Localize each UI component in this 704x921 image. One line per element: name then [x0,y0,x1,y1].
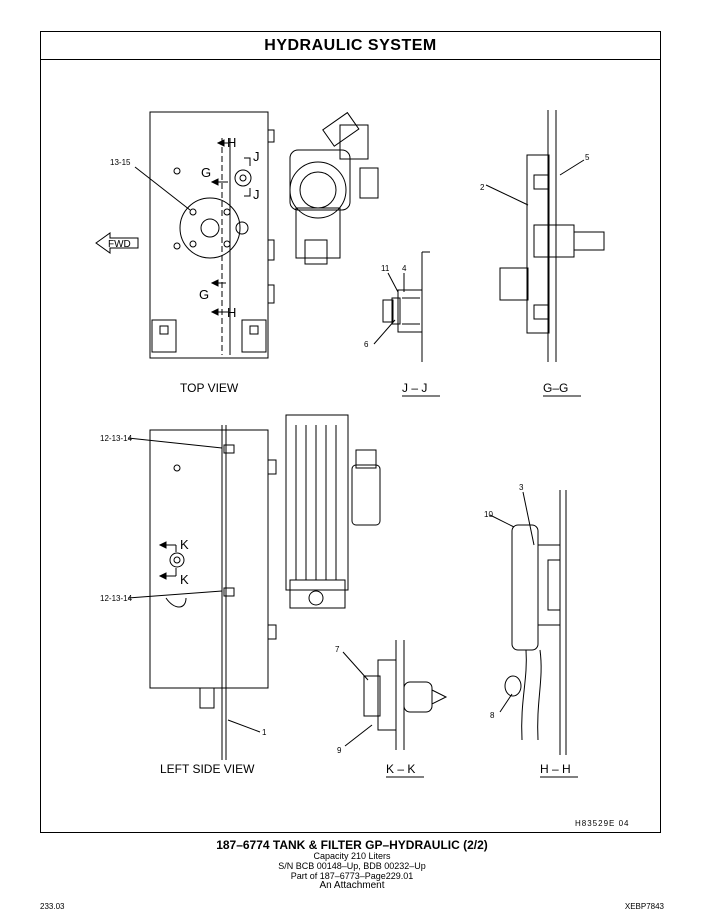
section-mark-j-top: J [253,149,260,164]
view-label-hh: H – H [540,762,571,776]
callout-10: 10 [484,510,493,519]
callout-3: 3 [519,483,524,492]
fwd-label: FWD [108,239,131,250]
section-mark-h-top: H [227,135,236,150]
top-view-drawing [149,111,379,359]
left-side-view-drawing [127,414,381,760]
callout-1: 1 [262,728,267,737]
section-hh-drawing [489,490,567,755]
callout-12-13-14-bottom: 12-13-14 [100,594,133,603]
section-mark-k-bottom: K [180,572,189,587]
callout-5: 5 [585,153,590,162]
callout-2: 2 [480,183,485,192]
section-gg-drawing [485,110,605,362]
drawing-id: H83529E 04 [575,819,629,828]
part-of-line: Part of 187–6773–Page229.01 [290,871,414,881]
section-mark-g-top: G [201,165,211,180]
top-view-section-arrows [210,139,251,316]
leader-13-15 [134,166,191,211]
section-kk-drawing [342,640,448,750]
callout-9: 9 [337,746,342,755]
view-label-top: TOP VIEW [180,381,239,395]
section-mark-h-bottom: H [227,305,236,320]
view-label-kk: K – K [386,762,415,776]
callout-11: 11 [381,264,390,273]
section-mark-j-bottom: J [253,187,260,202]
callout-13-15: 13-15 [110,158,131,167]
view-label-left-side: LEFT SIDE VIEW [160,762,255,776]
doc-code: XEBP7843 [624,902,664,911]
section-mark-g-bottom: G [199,287,209,302]
serial-line: S/N BCB 00148–Up, BDB 00232–Up [278,861,426,871]
callout-12-13-14-top: 12-13-14 [100,434,133,443]
page-number: 233.03 [40,902,65,911]
attachment-line: An Attachment [319,880,385,891]
part-title: 187–6774 TANK & FILTER GP–HYDRAULIC (2/2… [216,838,488,852]
callout-4: 4 [402,264,407,273]
drawing-frame: HYDRAULIC SYSTEM [40,31,661,833]
page-title: HYDRAULIC SYSTEM [41,32,660,60]
fwd-arrow-icon [95,232,139,254]
section-mark-k-top: K [180,537,189,552]
section-jj-drawing [373,251,430,362]
callout-8: 8 [490,711,495,720]
capacity-line: Capacity 210 Liters [313,851,391,861]
callout-7: 7 [335,645,340,654]
view-label-jj: J – J [402,381,427,395]
view-label-gg: G–G [543,381,568,395]
callout-6: 6 [364,340,369,349]
